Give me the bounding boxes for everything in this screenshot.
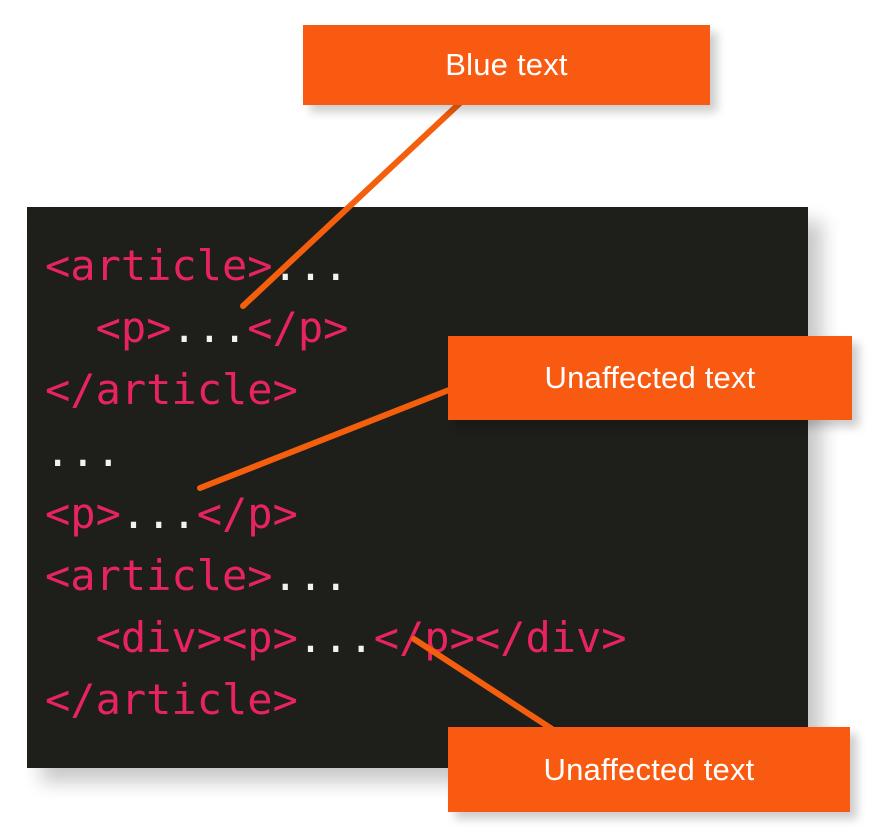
code-indent (45, 303, 96, 352)
code-line: </article> (27, 669, 808, 731)
callout-unaffected-text-upper-label: Unaffected text (544, 360, 756, 395)
code-ellipsis: ... (272, 241, 349, 290)
code-tag-open: <article> (45, 241, 273, 290)
code-block-panel: <article>... <p>...</p> </article> ... <… (27, 207, 808, 768)
code-line: <article>... (27, 545, 808, 607)
code-tag-open: </article> (45, 675, 298, 724)
callout-unaffected-text-upper[interactable]: Unaffected text (448, 336, 852, 420)
code-indent (45, 613, 96, 662)
code-tag-close: </p> (196, 489, 298, 538)
callout-unaffected-text-lower[interactable]: Unaffected text (448, 727, 850, 812)
callout-unaffected-text-lower-label: Unaffected text (543, 751, 755, 787)
code-ellipsis: ... (297, 613, 374, 662)
code-ellipsis: ... (272, 551, 349, 600)
code-ellipsis: ... (45, 427, 121, 476)
code-line: <div><p>...</p></div> (27, 607, 808, 669)
code-ellipsis: ... (120, 489, 197, 538)
code-ellipsis: ... (171, 303, 248, 352)
code-tag-close: </p> (247, 303, 349, 352)
code-line: <article>... (27, 235, 808, 297)
code-tag-open: </article> (45, 365, 298, 414)
code-line: ... (27, 421, 808, 483)
callout-blue-text-label: Blue text (445, 47, 568, 82)
code-tag-open: <p> (45, 489, 121, 538)
code-line: <p>...</p> (27, 297, 808, 359)
code-tag-open: <p> (95, 303, 172, 352)
callout-blue-text[interactable]: Blue text (303, 25, 710, 105)
code-tag-close: </p></div> (373, 613, 627, 662)
code-tag-open: <div><p> (95, 613, 298, 662)
code-tag-open: <article> (45, 551, 273, 600)
code-line: <p>...</p> (27, 483, 808, 545)
